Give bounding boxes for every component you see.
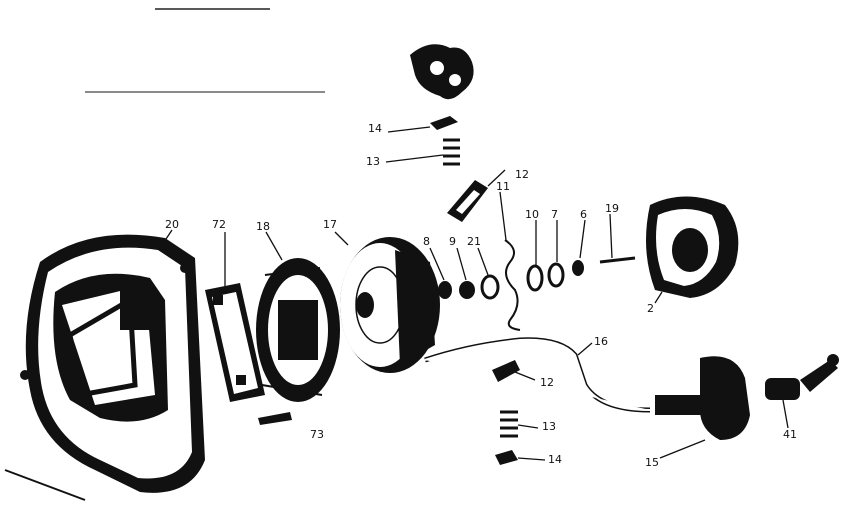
- label-part-19: 19: [605, 202, 619, 215]
- label-part-12-top: 12: [515, 168, 529, 181]
- pawl-part-12-bottom: [492, 360, 520, 382]
- washer-part-10: [526, 264, 544, 292]
- label-part-9: 9: [449, 235, 456, 248]
- washer-part-21: [480, 274, 500, 300]
- label-part-17: 17: [323, 218, 337, 231]
- housing-part-20: [4, 234, 205, 501]
- gasket-part-72: [205, 283, 265, 402]
- label-part-18: 18: [256, 220, 270, 233]
- starter-cup-part-2: [646, 196, 739, 298]
- pin-part-19: [599, 256, 636, 264]
- label-part-41: 41: [783, 428, 797, 441]
- label-part-2: 2: [647, 302, 654, 315]
- handle-plate-part-15: [655, 356, 750, 440]
- clip-part-14-bottom: [495, 450, 518, 465]
- label-part-13-bottom: 13: [542, 420, 556, 433]
- coil-part-18: [256, 258, 340, 402]
- label-part-14-top: 14: [368, 122, 382, 135]
- label-part-20: 20: [165, 218, 179, 231]
- bolt-part-73: [258, 412, 292, 425]
- label-part-11: 11: [496, 180, 510, 193]
- spring-part-13-top: [443, 138, 460, 166]
- washer-part-8: [438, 281, 452, 299]
- spring-part-13-bottom: [500, 410, 518, 438]
- washer-part-9: [459, 281, 475, 299]
- label-part-72: 72: [212, 218, 226, 231]
- spring-part-11: [504, 239, 521, 331]
- handle-part-41: [765, 354, 839, 400]
- label-part-6: 6: [580, 208, 587, 221]
- label-part-13-top: 13: [366, 155, 380, 168]
- small-parts-row: [438, 239, 636, 331]
- label-part-16: 16: [594, 335, 608, 348]
- washer-part-7: [547, 262, 565, 288]
- scan-lines: [85, 8, 325, 93]
- part-number-labels: 20 72 18 17 8 9 21 11 12 10 7 6 19 14 13…: [165, 122, 797, 469]
- cable-part-16: [424, 337, 651, 413]
- label-part-12-bottom: 12: [540, 376, 554, 389]
- clip-part-14-top: [430, 116, 458, 130]
- label-part-8-top: 8: [423, 235, 430, 248]
- label-part-21: 21: [467, 235, 481, 248]
- label-part-15: 15: [645, 456, 659, 469]
- label-part-73: 73: [310, 428, 324, 441]
- label-part-14-bottom: 14: [548, 453, 562, 466]
- starter-cup-top: [410, 44, 474, 100]
- leader-lines: [159, 126, 789, 461]
- pawl-part-12-top: [447, 180, 488, 222]
- label-part-7: 7: [551, 208, 558, 221]
- nut-part-6: [572, 260, 584, 276]
- label-part-10: 10: [525, 208, 539, 221]
- flywheel-part-17: [340, 237, 440, 373]
